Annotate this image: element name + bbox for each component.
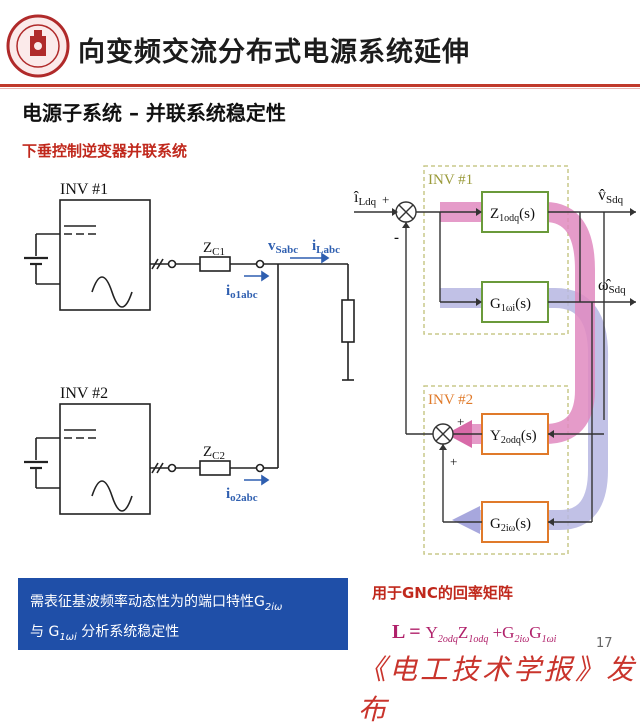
input-current-label: îLdq (353, 189, 377, 208)
slide-title: 向变频交流分布式电源系统延伸 (78, 37, 470, 68)
return-ratio-formula: L = Y2odqZ1odq +G2iωG1ωi (392, 621, 557, 645)
inv2-dashed-region (423, 385, 569, 555)
svg-text:L = Y2odqZ1odq +G2iωG1ωi: L = Y2odqZ1odq +G2iωG1ωi (392, 621, 557, 645)
parallel-inverter-circuit: INV #1 INV #2 ZC1 ZC2 io1abc io2abc vSab… (24, 181, 355, 515)
note-text: 需表征基波频率动态性为的端口特性G2iω 与 G1ωi 分析系统稳定性 (30, 594, 283, 643)
io2-label: io2abc (226, 486, 258, 504)
inv1-box (59, 199, 151, 311)
title-divider (0, 84, 640, 87)
university-seal-logo (6, 14, 70, 78)
inv2-label: INV #2 (60, 385, 108, 402)
return-ratio-block-diagram: INV #1 INV #2 îLdq + - + + v̂Sdq ω̂Sdq Z… (353, 165, 636, 555)
sign-plus-input: + (382, 192, 389, 207)
il-label: iLabc (312, 238, 340, 256)
sign-plus-y: + (457, 414, 464, 429)
output-voltage-label: v̂Sdq (598, 187, 624, 206)
z1odq-block: Z1odq(s) (490, 206, 535, 224)
inv1-block-label: INV #1 (428, 172, 473, 188)
note-box (18, 578, 348, 650)
inv2-block-label: INV #2 (428, 392, 473, 408)
zc2-label: ZC2 (203, 444, 225, 462)
sign-plus-g2: + (450, 454, 457, 469)
gnc-label: 用于GNC的回率矩阵 (372, 584, 513, 602)
slide-subtitle: 电源子系统 – 并联系统稳定性 (22, 101, 286, 125)
inv1-label: INV #1 (60, 181, 108, 198)
title-divider-light (0, 88, 640, 89)
vs-label: vSabc (268, 238, 298, 256)
y2odq-block: Y2odq(s) (490, 428, 537, 446)
zc1-label: ZC1 (203, 240, 225, 258)
output-freq-label: ω̂Sdq (598, 277, 626, 296)
inv1-dashed-region (423, 165, 569, 335)
io1-label: io1abc (226, 283, 258, 301)
g1wi-block: G1ωi(s) (490, 296, 531, 314)
publisher-watermark: 《电工技术学报》发布 (358, 653, 638, 726)
loop-arrow-pink (440, 202, 595, 444)
g2iw-block: G2iω(s) (490, 516, 531, 534)
section-label: 下垂控制逆变器并联系统 (22, 142, 188, 160)
sign-minus-feedback: - (394, 230, 399, 246)
inv2-box (59, 403, 151, 515)
page-number: 17 (596, 636, 613, 651)
